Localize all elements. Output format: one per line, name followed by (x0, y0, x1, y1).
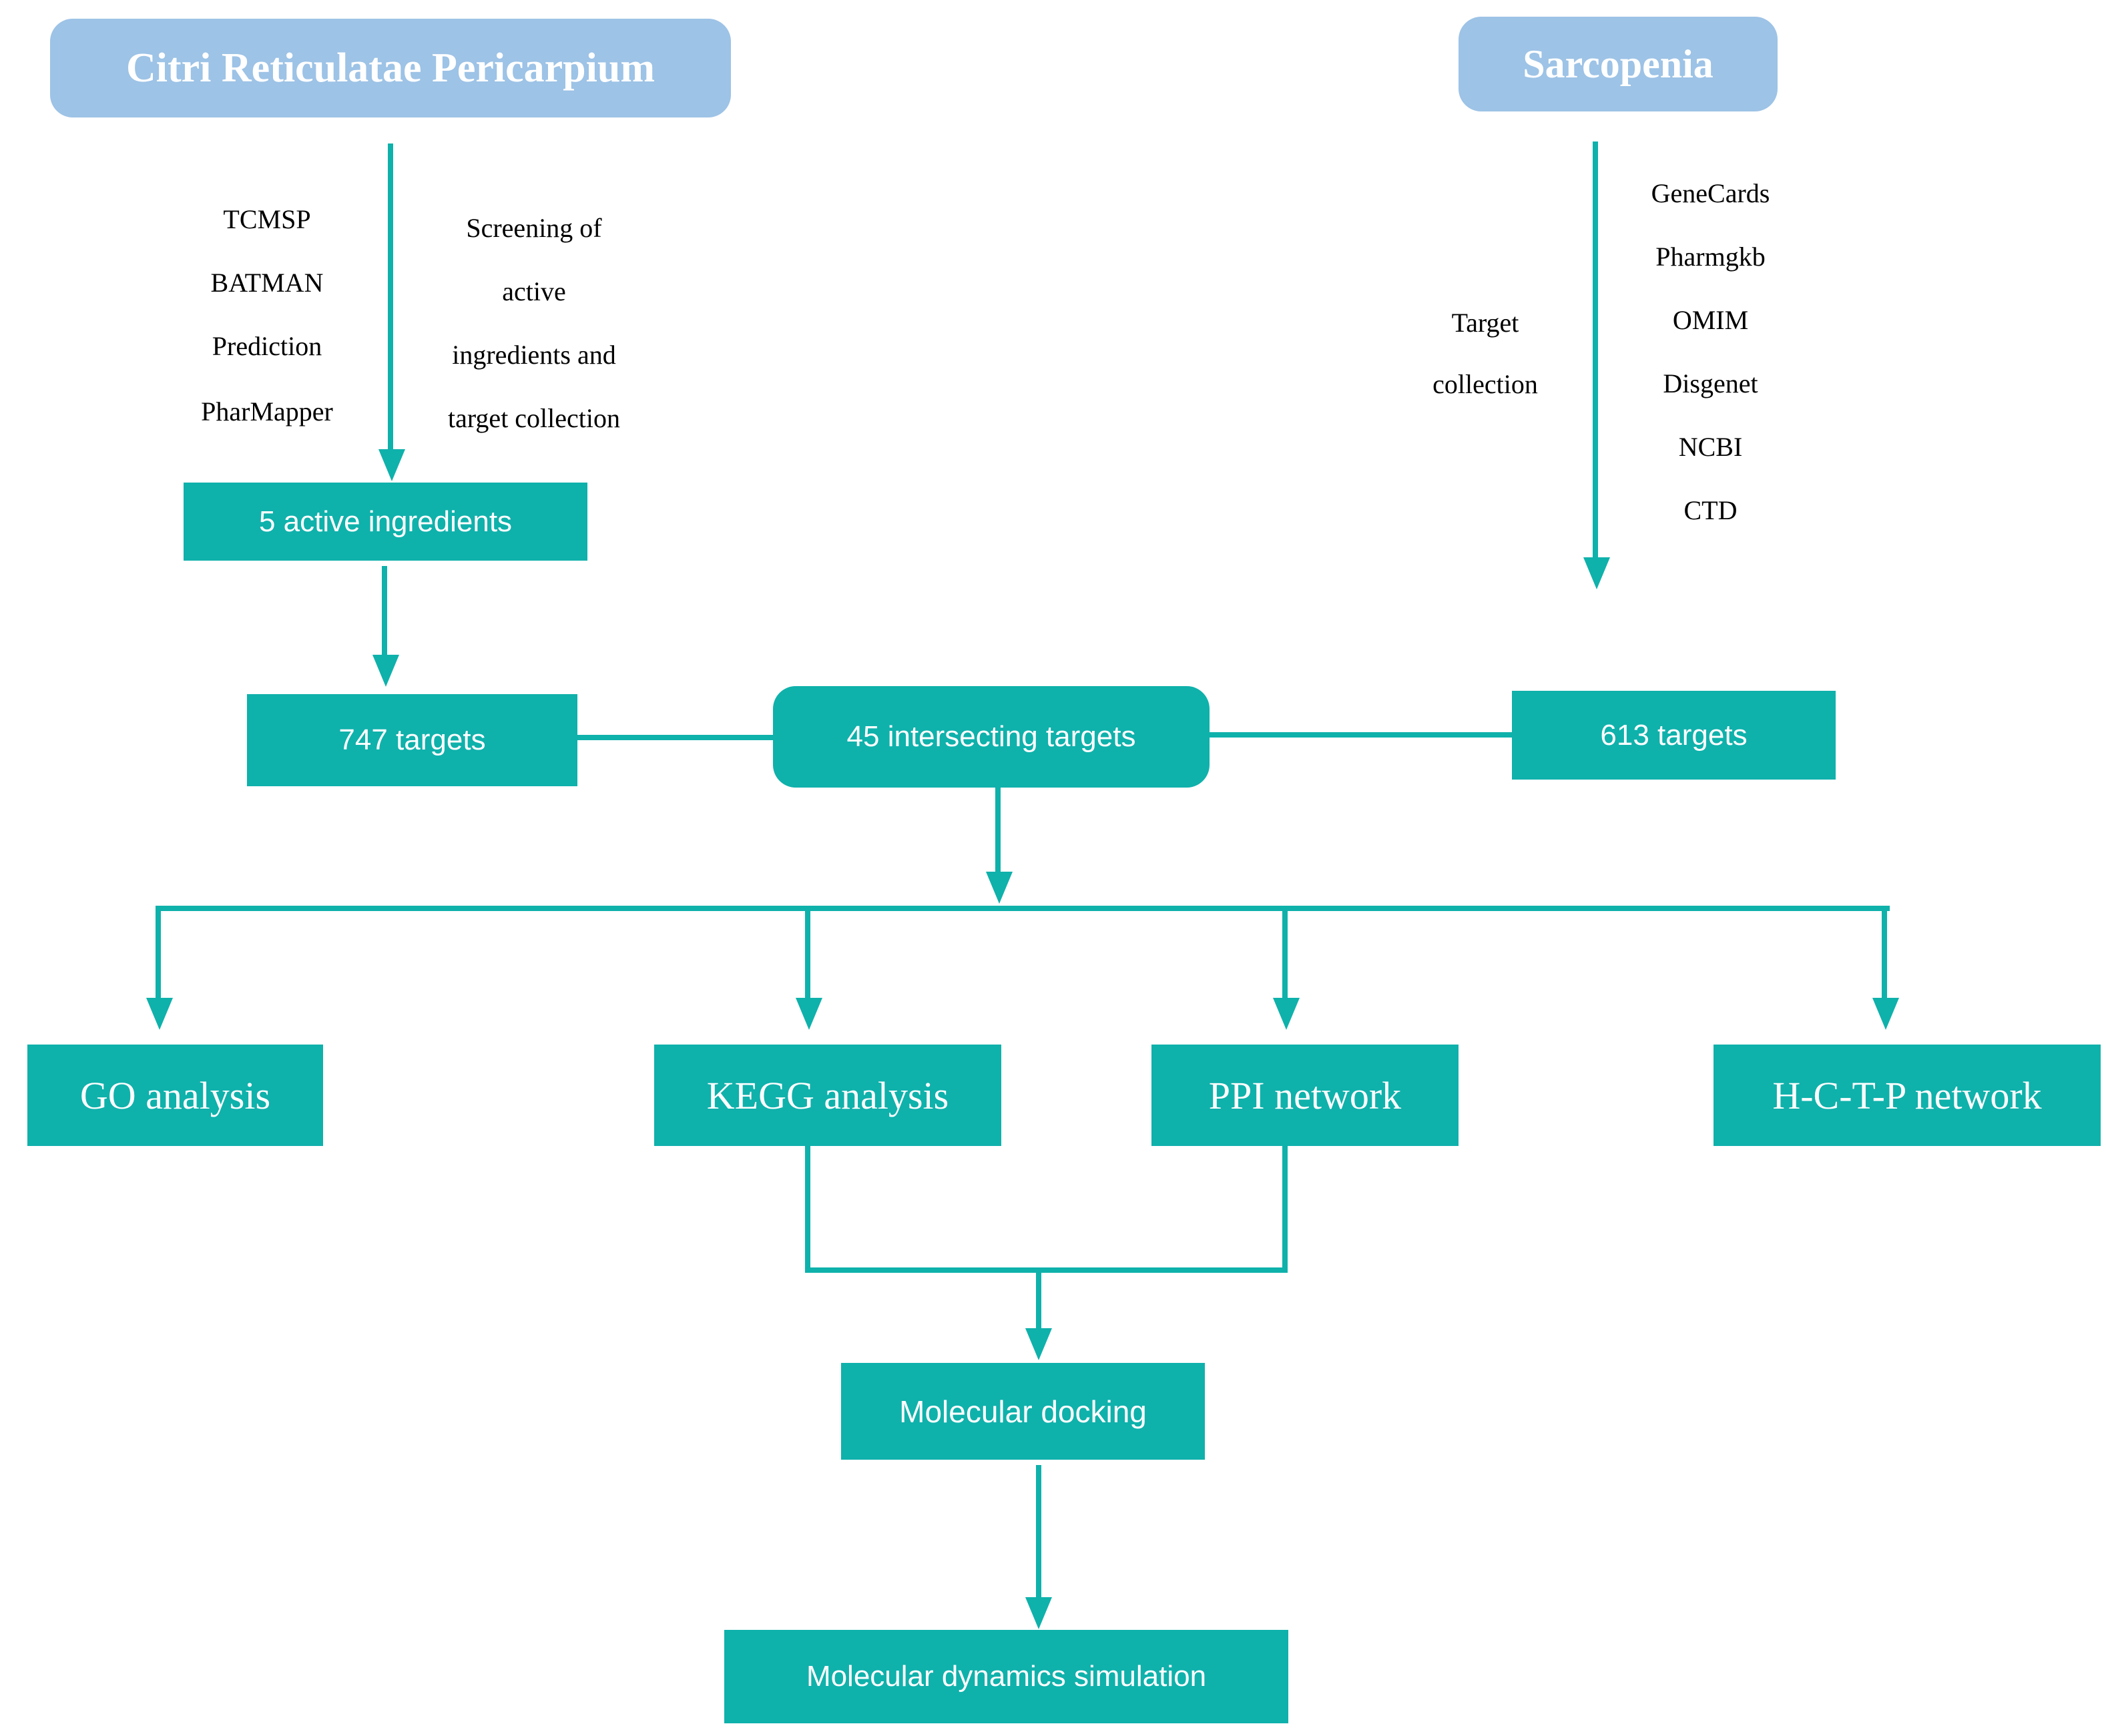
target-collection-label-line: Target (1451, 308, 1519, 338)
disease-database-label: Pharmgkb (1655, 242, 1766, 272)
molecular-dynamics-box: Molecular dynamics simulation (724, 1630, 1288, 1723)
herb-database-label: TCMSP (223, 204, 311, 234)
merge-horizontal-line (805, 1267, 1288, 1273)
disease-database-label: Disgenet (1663, 368, 1758, 398)
herb-database-label: Prediction (212, 331, 322, 361)
connector-747-to-45 (577, 735, 773, 740)
arrowhead-down-icon (1273, 998, 1300, 1030)
disease-database-label: NCBI (1678, 432, 1743, 462)
disease-database-label: GeneCards (1651, 178, 1770, 208)
merge-right-line (1282, 1146, 1288, 1273)
molecular-docking-box: Molecular docking (841, 1363, 1205, 1460)
branch-ppi-arrow-line (1282, 906, 1288, 999)
docking-to-dynamics-arrow-line (1036, 1465, 1041, 1599)
distribution-line (156, 906, 1890, 911)
branch-hctp-arrow-line (1882, 906, 1887, 999)
arrowhead-down-icon (986, 872, 1013, 904)
arrowhead-down-icon (1872, 998, 1899, 1030)
target-collection-label-line: collection (1432, 369, 1538, 399)
kegg-analysis-box: KEGG analysis (654, 1045, 1001, 1146)
arrowhead-down-icon (372, 655, 399, 687)
disease-database-label: CTD (1683, 495, 1738, 525)
arrowhead-down-icon (1025, 1328, 1052, 1360)
merge-left-line (805, 1146, 810, 1273)
hctp-network-box: H-C-T-P network (1714, 1045, 2101, 1146)
screening-process-label-line: active (502, 276, 566, 306)
herb-database-label: PharMapper (201, 396, 333, 426)
ppi-network-box: PPI network (1151, 1045, 1459, 1146)
disease-targets-box: 613 targets (1512, 691, 1836, 780)
arrowhead-down-icon (1583, 557, 1610, 589)
herb-screening-arrow-line (388, 143, 393, 451)
disease-collection-arrow-line (1593, 141, 1598, 559)
merge-down-arrow-line (1036, 1273, 1041, 1330)
active-ingredients-box: 5 active ingredients (184, 483, 587, 561)
herb-targets-box: 747 targets (247, 694, 577, 786)
intersection-down-arrow-line (995, 788, 1001, 873)
intersecting-targets-box: 45 intersecting targets (773, 686, 1210, 788)
branch-go-arrow-line (156, 906, 161, 999)
connector-45-to-613 (1210, 732, 1512, 738)
herb-database-label: BATMAN (210, 268, 324, 298)
arrowhead-down-icon (1025, 1597, 1052, 1629)
arrowhead-down-icon (796, 998, 822, 1030)
herb-header-box: Citri Reticulatae Pericarpium (50, 19, 731, 117)
branch-kegg-arrow-line (805, 906, 810, 999)
disease-header-box: Sarcopenia (1459, 17, 1778, 111)
screening-process-label-line: ingredients and (452, 340, 616, 370)
screening-process-label-line: target collection (447, 403, 621, 433)
screening-process-label-line: Screening of (466, 213, 602, 243)
ingredients-to-targets-arrow-line (382, 566, 387, 656)
disease-database-label: OMIM (1672, 305, 1749, 335)
arrowhead-down-icon (146, 998, 173, 1030)
arrowhead-down-icon (378, 449, 405, 481)
go-analysis-box: GO analysis (27, 1045, 323, 1146)
